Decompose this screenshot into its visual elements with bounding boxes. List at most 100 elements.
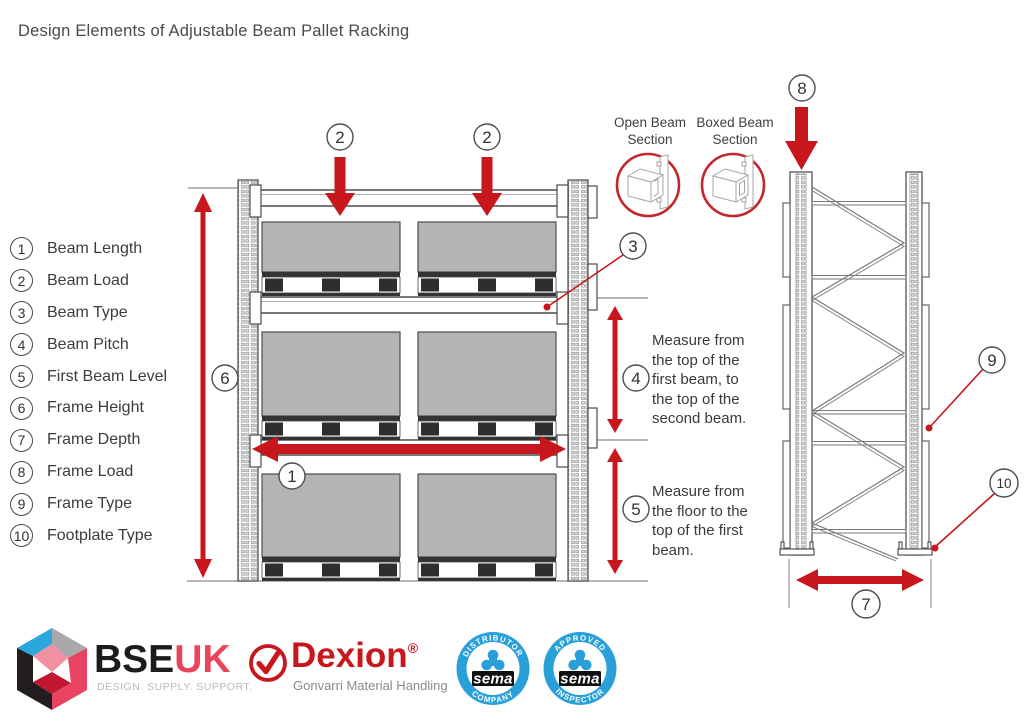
legend-item-beam-pitch: 4 Beam Pitch	[10, 329, 167, 361]
legend-number-badge: 6	[10, 396, 33, 420]
legend-item-beam-load: 2 Beam Load	[10, 265, 167, 297]
sema-distributor-badge: sema DISTRIBUTOR COMPANY	[456, 632, 530, 705]
sema-clover-icon	[568, 649, 592, 671]
page-title: Design Elements of Adjustable Beam Palle…	[18, 22, 410, 40]
svg-text:8: 8	[797, 79, 806, 98]
sema-inspector-badge: sema APPROVED INSPECTOR	[543, 632, 617, 705]
callouts: 1 2 2 3 4 5 6	[211, 74, 1019, 619]
callout-10: 10	[989, 468, 1019, 498]
legend-number-badge: 4	[10, 333, 33, 357]
first-beam-level-arrow	[607, 448, 623, 574]
frame-depth-arrow	[796, 569, 924, 591]
dexion-logo-text: Dexion®	[291, 636, 419, 675]
callout-1: 1	[278, 462, 306, 490]
dexion-tagline: Gonvarri Material Handling	[293, 678, 448, 693]
beam-pitch-arrow	[607, 306, 623, 433]
legend-item-beam-type: 3 Beam Type	[10, 297, 167, 329]
beam-load-arrow-right	[472, 157, 502, 216]
legend-item-first-beam-level: 5 First Beam Level	[10, 361, 167, 393]
callout-9: 9	[978, 346, 1006, 374]
legend-label: Frame Height	[47, 399, 144, 417]
open-beam-section-icon	[615, 152, 681, 218]
beam-length-arrow	[252, 436, 566, 462]
bse-name-accent: UK	[174, 638, 231, 681]
dexion-check-icon	[249, 644, 287, 682]
horizontal-braces	[811, 201, 907, 534]
bse-tagline: DESIGN. SUPPLY. SUPPORT.	[97, 681, 253, 693]
bse-name-primary: BSE	[94, 638, 175, 681]
svg-text:10: 10	[996, 476, 1011, 491]
upright-left	[237, 179, 259, 582]
beam-type-leader-line	[546, 254, 624, 308]
svg-text:2: 2	[335, 128, 344, 147]
callout-6: 6	[211, 364, 239, 392]
svg-text:5: 5	[631, 500, 640, 519]
beam-side-profiles	[782, 202, 930, 549]
legend-list: 1 Beam Length 2 Beam Load 3 Beam Type 4 …	[10, 233, 167, 552]
diagonal-bracing	[810, 186, 906, 562]
frame-side-view	[779, 107, 996, 608]
legend-label: Frame Depth	[47, 431, 141, 449]
upright-right	[567, 179, 589, 582]
frame-type-leader-line	[928, 368, 984, 429]
callout-2-left: 2	[326, 123, 354, 151]
legend-number-badge: 2	[10, 269, 33, 293]
beam-load-arrow-left	[325, 157, 355, 216]
legend-label: Frame Load	[47, 463, 134, 481]
frame-height-arrow	[194, 193, 212, 578]
svg-text:sema: sema	[473, 671, 513, 688]
svg-text:2: 2	[482, 128, 491, 147]
beam-pitch-note: Measure from the top of the first beam, …	[652, 332, 747, 428]
callout-3: 3	[619, 232, 647, 260]
beam-level-top	[257, 189, 569, 207]
legend-number-badge: 10	[10, 524, 33, 548]
callout-2-right: 2	[473, 123, 501, 151]
svg-text:3: 3	[628, 237, 637, 256]
boxed-beam-section-icon	[700, 152, 766, 218]
legend-number-badge: 5	[10, 365, 33, 388]
legend-label: First Beam Level	[47, 367, 168, 385]
legend-item-frame-load: 8 Frame Load	[10, 456, 167, 488]
svg-text:7: 7	[861, 595, 870, 614]
beam-type-leader-dot	[543, 303, 551, 311]
callout-5: 5	[622, 495, 650, 523]
svg-text:9: 9	[987, 351, 996, 370]
bse-logo-text: BSEUK	[94, 638, 231, 681]
legend-item-frame-type: 9 Frame Type	[10, 488, 167, 520]
footplate-leader-dot	[931, 544, 939, 552]
legend-number-badge: 1	[10, 237, 33, 261]
legend-label: Beam Type	[47, 303, 128, 321]
frame-type-leader-dot	[925, 424, 933, 432]
legend-label: Footplate Type	[47, 526, 153, 544]
bse-logo-mark	[17, 628, 87, 710]
open-beam-section-label: Open Beam Section	[613, 115, 687, 147]
callout-4: 4	[622, 364, 650, 392]
legend-item-footplate-type: 10 Footplate Type	[10, 520, 167, 552]
registered-mark: ®	[407, 640, 419, 656]
legend-label: Beam Load	[47, 271, 129, 289]
sema-clover-icon	[481, 649, 505, 671]
footplates	[779, 541, 933, 556]
beam-connectors	[249, 184, 598, 468]
legend-number-badge: 8	[10, 460, 33, 484]
first-beam-level-note: Measure from the floor to the top of the…	[652, 483, 748, 559]
callout-8: 8	[788, 74, 816, 102]
legend-label: Beam Pitch	[47, 335, 129, 353]
legend-item-beam-length: 1 Beam Length	[10, 233, 167, 265]
legend-item-frame-height: 6 Frame Height	[10, 392, 167, 424]
callout-7: 7	[851, 589, 881, 619]
svg-text:4: 4	[631, 369, 640, 388]
legend-number-badge: 9	[10, 492, 33, 516]
footplate-leader-line	[934, 492, 996, 548]
beam-level-second	[257, 296, 569, 314]
legend-number-badge: 3	[10, 301, 33, 325]
rack-front-view	[187, 157, 648, 582]
svg-text:sema: sema	[560, 671, 600, 688]
pallet-loads	[261, 221, 557, 558]
svg-text:1: 1	[287, 467, 296, 486]
svg-text:6: 6	[220, 369, 229, 388]
legend-label: Beam Length	[47, 239, 143, 257]
legend-label: Frame Type	[47, 495, 133, 513]
